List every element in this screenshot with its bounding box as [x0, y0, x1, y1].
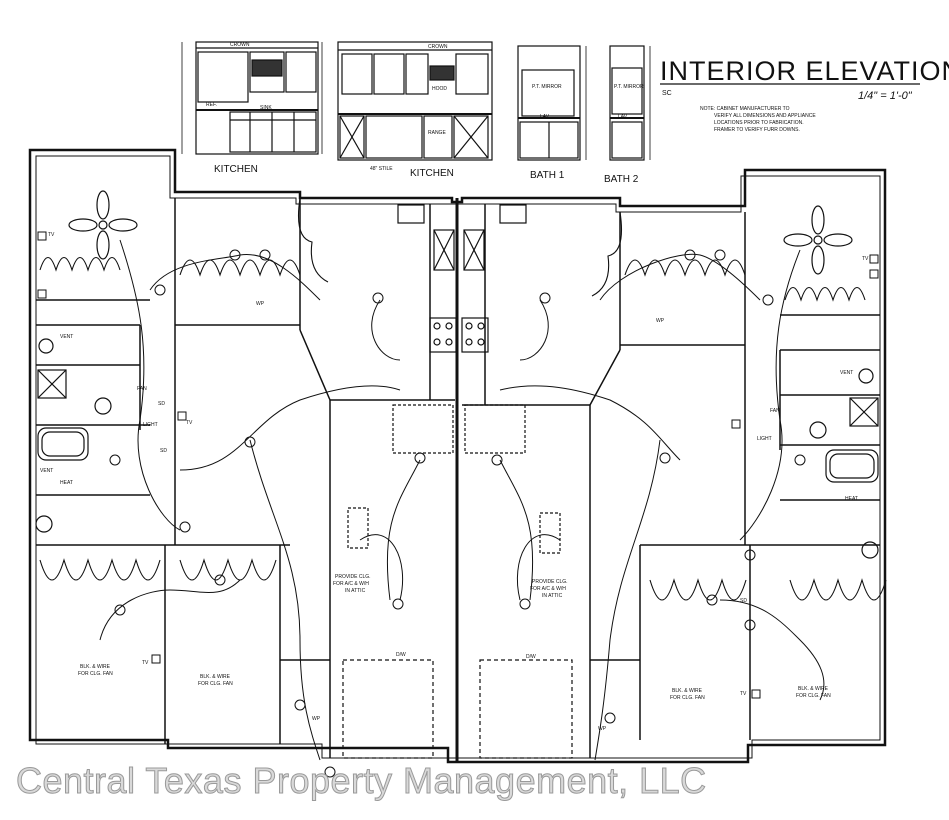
elevation-1-label: KITCHEN [214, 164, 258, 175]
elevation-4-label: BATH 2 [604, 174, 639, 185]
elevation-kitchen-2 [337, 41, 493, 161]
elevation-4-mirror-tag: P.T. MIRROR [614, 84, 644, 90]
wp-label-1: WP [256, 301, 265, 307]
wiring-runs [99, 239, 825, 761]
interior-walls-right [462, 204, 880, 758]
closet-shelving [39, 197, 887, 601]
elevation-2-stile-tag: 48" STILE [370, 166, 393, 172]
sd-label-1: SD [158, 401, 165, 407]
fan-label-left-2a: BLK. & WIRE [200, 674, 231, 680]
note-line-1: NOTE: CABINET MANUFACTURER TO [700, 106, 790, 112]
fan-label-right-1a: BLK. & WIRE [672, 688, 703, 694]
fan-label-right: FAN [770, 408, 780, 414]
wp-label-3: WP [656, 318, 665, 324]
elevation-2-range-tag: RANGE [428, 130, 446, 136]
vent-label-left: VENT [60, 334, 73, 340]
dw-label-left: D/W [396, 652, 406, 658]
note-line-3: LOCATIONS PRIOR TO FABRICATION. [714, 120, 804, 126]
tv-label-2: TV [186, 420, 193, 426]
elevation-2-label: KITCHEN [410, 168, 454, 179]
wp-label-2: WP [312, 716, 321, 722]
vent-label-left-2: VENT [40, 468, 53, 474]
note-line-2: VERIFY ALL DIMENSIONS AND APPLIANCE [714, 113, 816, 119]
elevation-3-lav-tag: LAV. [540, 114, 550, 120]
elevation-3-label: BATH 1 [530, 170, 565, 181]
elevation-1-ref-tag: REF. [206, 102, 217, 108]
attic-label-left-1: PROVIDE CLG. [335, 574, 371, 580]
dw-label-right: D/W [526, 654, 536, 660]
wp-label-4: WP [598, 726, 607, 732]
tv-label-3: TV [142, 660, 149, 666]
interior-walls-left [36, 198, 455, 758]
tv-label-1: TV [48, 232, 55, 238]
attic-label-right-2: FOR A/C & W/H [530, 586, 566, 592]
sd-label-2: SD [160, 448, 167, 454]
elevation-1-sink-tag: SINK [260, 105, 272, 111]
exterior-walls [28, 148, 887, 764]
note-line-4: FRAMER TO VERIFY FURR DOWNS. [714, 127, 800, 133]
elevation-kitchen-1 [181, 41, 323, 155]
light-label-left: LIGHT [143, 422, 158, 428]
sd-label-3: SD [740, 598, 747, 604]
watermark-text: Central Texas Property Management, LLC [16, 760, 707, 802]
attic-label-right-1: PROVIDE CLG. [532, 579, 568, 585]
bath-fixtures [35, 338, 879, 559]
fan-label-left-1a: BLK. & WIRE [80, 664, 111, 670]
electrical-symbols [37, 231, 879, 778]
fan-label-left-2b: FOR CLG. FAN [198, 681, 233, 687]
drawing-scale: 1/4" = 1'-0" [858, 90, 913, 102]
tv-label-4: TV [862, 256, 869, 262]
elevation-bath-2 [609, 45, 651, 161]
vent-label-right: VENT [840, 370, 853, 376]
light-label-right: LIGHT [757, 436, 772, 442]
kitchen-fixtures [342, 204, 573, 759]
ceiling-fan-icon [68, 190, 853, 275]
drawing-title: INTERIOR ELEVATIONS [660, 56, 949, 86]
elevation-2-hood-tag: HOOD [432, 86, 447, 92]
fan-label-left-1b: FOR CLG. FAN [78, 671, 113, 677]
elevation-3-mirror-tag: P.T. MIRROR [532, 84, 562, 90]
elevation-1-crown-tag: CROWN [230, 42, 250, 48]
elevation-2-crown-tag: CROWN [428, 44, 448, 50]
attic-label-left-2: FOR A/C & W/H [333, 581, 369, 587]
fan-label-right-2b: FOR CLG. FAN [796, 693, 831, 699]
tv-label-5: TV [740, 691, 747, 697]
heat-label-left: HEAT [60, 480, 73, 486]
fan-label-right-2a: BLK. & WIRE [798, 686, 829, 692]
elevation-4-lav-tag: LAV. [618, 114, 628, 120]
fan-label-left: FAN [137, 386, 147, 392]
heat-label-right: HEAT [845, 496, 858, 502]
fan-label-right-1b: FOR CLG. FAN [670, 695, 705, 701]
attic-label-right-3: IN ATTIC [542, 593, 563, 599]
attic-label-left-3: IN ATTIC [345, 588, 366, 594]
elevation-bath-1 [517, 45, 587, 161]
title-mark: SC [662, 90, 672, 97]
